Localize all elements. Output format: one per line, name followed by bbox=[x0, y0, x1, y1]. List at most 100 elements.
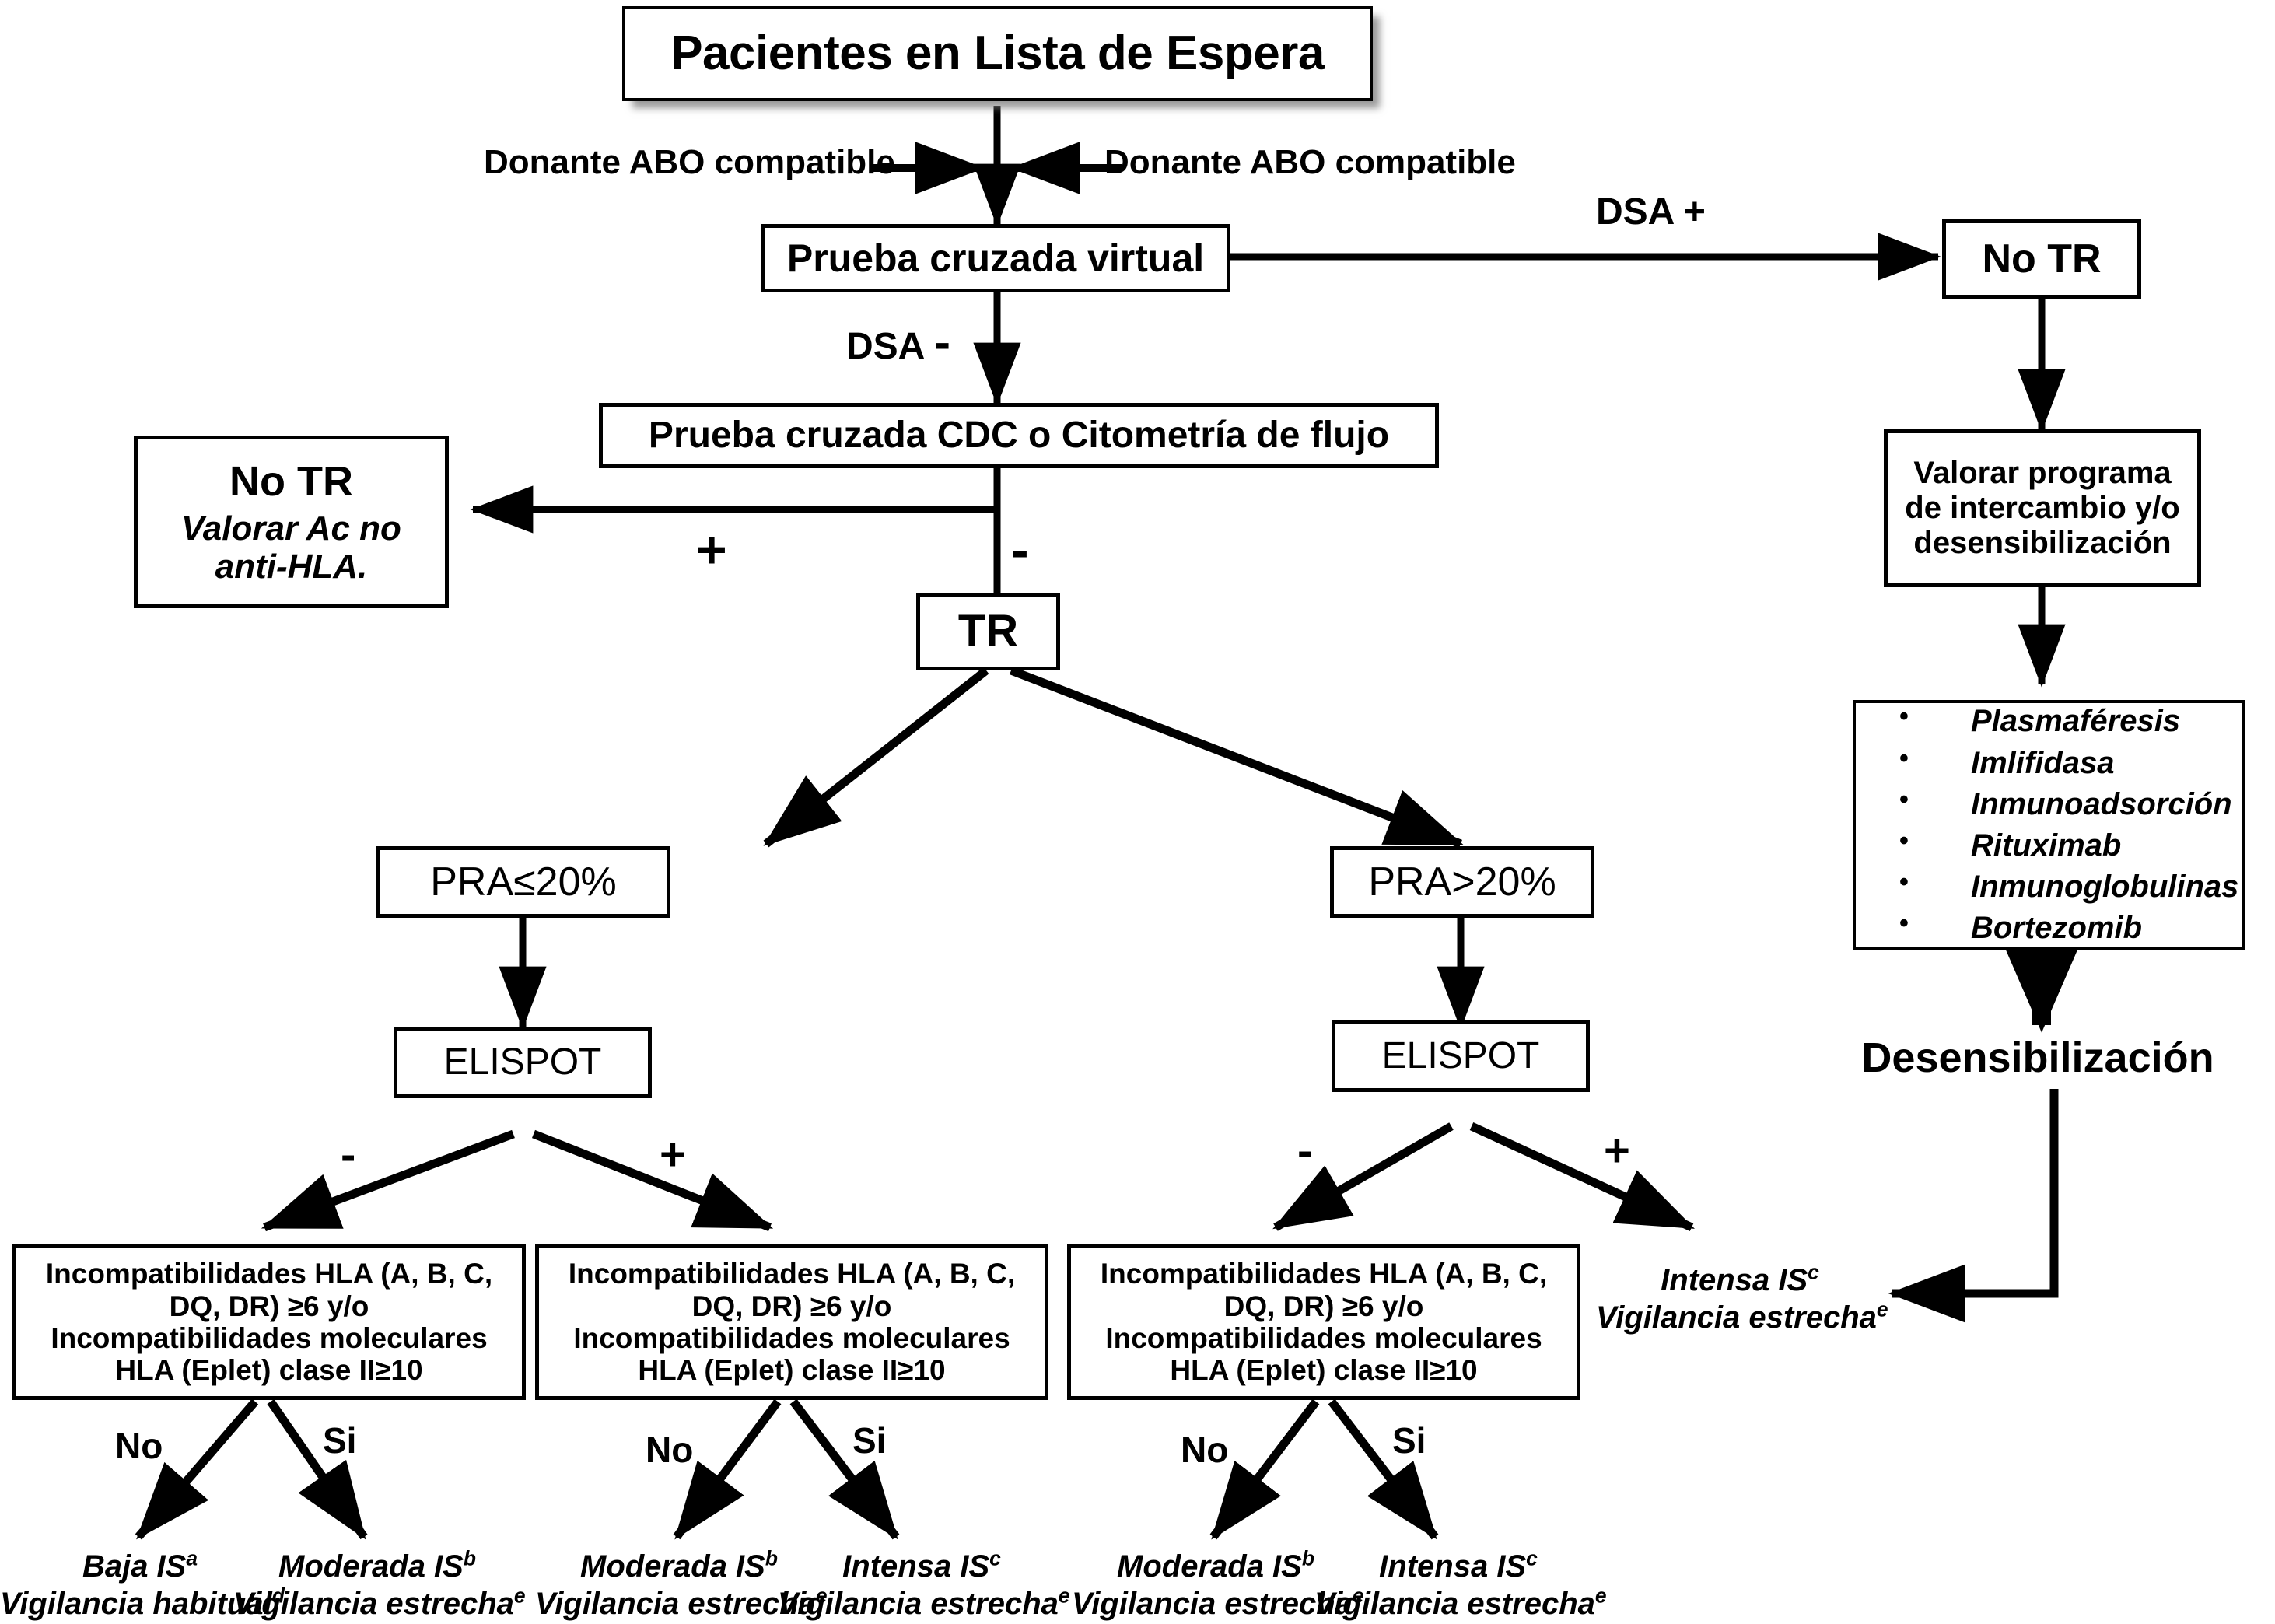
outcome-5: Moderada ISb Vigilancia estrechae bbox=[1072, 1548, 1364, 1622]
outcome-6-text-1: Intensa IS bbox=[1379, 1549, 1527, 1584]
label-hla3-no: No bbox=[1181, 1430, 1229, 1470]
outcome-4-sup-1: c bbox=[989, 1546, 1001, 1570]
node-desensitization-label: Desensibilización bbox=[1789, 1027, 2275, 1089]
label-elispot-right-minus: - bbox=[1297, 1125, 1313, 1176]
node-no-tr-left[interactable]: No TR Valorar Ac no anti-HLA. bbox=[134, 436, 449, 608]
no-tr-left-line-3: anti-HLA. bbox=[215, 548, 368, 586]
label-hla1-no: No bbox=[115, 1426, 163, 1466]
list-item: Inmunoadsorción bbox=[1876, 782, 2242, 825]
outcome-3-sup-1: b bbox=[765, 1546, 778, 1570]
outcome-4-line-1: Intensa ISc bbox=[842, 1546, 1001, 1584]
label-elispot-right-plus: + bbox=[1604, 1125, 1630, 1176]
edge-elispotR-plus bbox=[1469, 1122, 1695, 1231]
outcome-4-sup-2: e bbox=[1058, 1584, 1070, 1608]
edge-tr-to-pra-high bbox=[1010, 666, 1465, 849]
edge-tr-to-pra-low bbox=[763, 667, 989, 848]
node-exchange-program[interactable]: Valorar programa de intercambio y/o dese… bbox=[1884, 429, 2201, 587]
label-hla2-no: No bbox=[646, 1430, 694, 1470]
outcome-7-text-1: Intensa IS bbox=[1661, 1263, 1808, 1297]
hla1-line-4: HLA (Eplet) clase II≥10 bbox=[115, 1354, 423, 1387]
exchange-line-2: de intercambio y/o bbox=[1905, 491, 2180, 526]
outcome-2: Moderada ISb Vigilancia estrechae bbox=[233, 1546, 526, 1622]
no-tr-left-line-1: No TR bbox=[229, 457, 353, 505]
dsa-minus-sign: - bbox=[934, 316, 950, 369]
outcome-6-text-2: Vigilancia estrecha bbox=[1314, 1587, 1595, 1621]
outcome-7-line-2: Vigilancia estrechae bbox=[1596, 1297, 1888, 1335]
list-item: Plasmaféresis bbox=[1876, 699, 2242, 742]
hla2-line-2: DQ, DR) ≥6 y/o bbox=[691, 1290, 892, 1322]
outcome-4-text-1: Intensa IS bbox=[842, 1549, 990, 1584]
label-dsa-plus: DSA + bbox=[1596, 191, 1706, 233]
outcome-1-text-2: Vigilancia habitual bbox=[0, 1587, 272, 1621]
hla1-line-3: Incompatibilidades moleculares bbox=[51, 1322, 488, 1354]
outcome-7: Intensa ISc Vigilancia estrechae bbox=[1596, 1260, 1888, 1336]
outcome-1-line-2: Vigilancia habituald bbox=[0, 1584, 285, 1621]
node-elispot-right[interactable]: ELISPOT bbox=[1332, 1020, 1590, 1092]
node-pra-high-label: PRA>20% bbox=[1368, 859, 1556, 905]
label-donante-abo-left: Donante ABO compatible bbox=[484, 143, 895, 181]
list-item: Bortezomib bbox=[1876, 906, 2242, 949]
node-elispot-left[interactable]: ELISPOT bbox=[394, 1027, 652, 1098]
outcome-1-sup-2: d bbox=[271, 1584, 285, 1608]
outcome-3-text-2: Vigilancia estrecha bbox=[535, 1587, 816, 1621]
outcome-2-sup-2: e bbox=[513, 1584, 526, 1608]
node-waitlist[interactable]: Pacientes en Lista de Espera bbox=[622, 6, 1373, 101]
node-pra-low-label: PRA≤20% bbox=[430, 859, 617, 905]
node-hla-criteria-1[interactable]: Incompatibilidades HLA (A, B, C, DQ, DR)… bbox=[12, 1244, 526, 1400]
label-cdc-plus: + bbox=[696, 520, 727, 579]
outcome-6: Intensa ISc Vigilancia estrechae bbox=[1314, 1548, 1607, 1622]
node-tr-label: TR bbox=[957, 605, 1019, 656]
outcome-2-sup-1: b bbox=[463, 1546, 476, 1570]
outcome-3-sup-2: e bbox=[815, 1584, 828, 1608]
list-item: Inmunoglobulinas bbox=[1876, 865, 2242, 908]
outcome-7-sup-2: e bbox=[1876, 1297, 1888, 1321]
outcome-2-text-1: Moderada IS bbox=[278, 1549, 464, 1584]
node-desensitization-options[interactable]: Plasmaféresis Imlifidasa Inmunoadsorción… bbox=[1853, 699, 2245, 950]
outcome-5-sup-2: e bbox=[1352, 1584, 1364, 1608]
node-elispot-right-label: ELISPOT bbox=[1381, 1035, 1540, 1077]
exchange-line-3: desensibilización bbox=[1913, 525, 2172, 560]
label-hla1-si: Si bbox=[323, 1420, 357, 1461]
edge-elispotL-plus bbox=[531, 1129, 774, 1232]
edge-elispotL-minus bbox=[261, 1129, 515, 1232]
node-virtual-crossmatch[interactable]: Prueba cruzada virtual bbox=[761, 224, 1230, 292]
node-no-tr-left-text: No TR Valorar Ac no anti-HLA. bbox=[138, 458, 445, 586]
label-elispot-left-plus: + bbox=[660, 1129, 686, 1180]
exchange-line-1: Valorar programa bbox=[1913, 456, 2172, 491]
node-hla-criteria-2[interactable]: Incompatibilidades HLA (A, B, C, DQ, DR)… bbox=[535, 1244, 1048, 1400]
outcome-6-line-1: Intensa ISc bbox=[1379, 1548, 1538, 1584]
label-hla2-si: Si bbox=[852, 1420, 887, 1461]
node-tr[interactable]: TR bbox=[916, 593, 1060, 670]
outcome-1-line-1: Baja ISa bbox=[82, 1546, 198, 1584]
label-cdc-minus: - bbox=[1011, 520, 1029, 579]
hla-criteria-2-text: Incompatibilidades HLA (A, B, C, DQ, DR)… bbox=[539, 1258, 1045, 1387]
node-cdc-crossmatch[interactable]: Prueba cruzada CDC o Citometría de flujo bbox=[599, 403, 1439, 468]
outcome-1: Baja ISa Vigilancia habituald bbox=[0, 1546, 285, 1622]
dsa-minus-text: DSA bbox=[846, 326, 926, 367]
hla-criteria-1-text: Incompatibilidades HLA (A, B, C, DQ, DR)… bbox=[16, 1258, 522, 1387]
outcome-7-line-1: Intensa ISc bbox=[1661, 1260, 1819, 1297]
node-pra-high[interactable]: PRA>20% bbox=[1330, 846, 1594, 918]
edge-hla1-no bbox=[135, 1398, 259, 1540]
outcome-6-line-2: Vigilancia estrechae bbox=[1314, 1585, 1607, 1621]
outcome-4: Intensa ISc Vigilancia estrechae bbox=[778, 1546, 1070, 1622]
outcome-1-sup-1: a bbox=[186, 1546, 198, 1570]
node-pra-low[interactable]: PRA≤20% bbox=[376, 846, 670, 918]
label-elispot-left-minus: - bbox=[341, 1129, 356, 1180]
desensitization-text: Desensibilización bbox=[1861, 1034, 2214, 1081]
hla1-line-1: Incompatibilidades HLA (A, B, C, bbox=[45, 1258, 493, 1290]
hla2-line-1: Incompatibilidades HLA (A, B, C, bbox=[568, 1258, 1016, 1290]
list-item: Imlifidasa bbox=[1876, 741, 2242, 784]
outcome-3-line-1: Moderada ISb bbox=[580, 1546, 778, 1584]
outcome-2-line-2: Vigilancia estrechae bbox=[233, 1584, 526, 1621]
node-hla-criteria-3[interactable]: Incompatibilidades HLA (A, B, C, DQ, DR)… bbox=[1067, 1244, 1580, 1400]
outcome-2-line-1: Moderada ISb bbox=[278, 1546, 476, 1584]
outcome-7-sup-1: c bbox=[1808, 1260, 1819, 1284]
node-no-tr-right[interactable]: No TR bbox=[1942, 219, 2141, 299]
list-item: Rituximab bbox=[1876, 824, 2242, 866]
desensitization-option-list: Plasmaféresis Imlifidasa Inmunoadsorción… bbox=[1856, 699, 2242, 949]
outcome-3: Moderada ISb Vigilancia estrechae bbox=[535, 1546, 828, 1622]
hla2-line-3: Incompatibilidades moleculares bbox=[573, 1322, 1010, 1354]
hla3-line-1: Incompatibilidades HLA (A, B, C, bbox=[1100, 1258, 1548, 1290]
